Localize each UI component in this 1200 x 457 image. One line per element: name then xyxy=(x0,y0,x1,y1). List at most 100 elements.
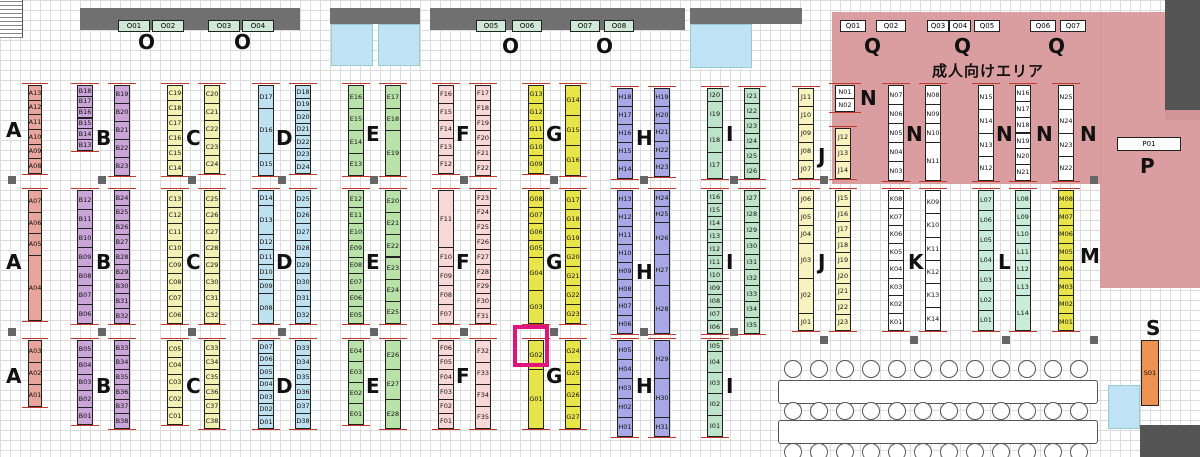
booth-n11[interactable]: N11 xyxy=(925,142,941,181)
booth-i01[interactable]: I01 xyxy=(707,414,723,437)
booth-c26[interactable]: C26 xyxy=(204,206,220,225)
booth-j02[interactable]: J02 xyxy=(798,277,814,314)
booth-b19[interactable]: B19 xyxy=(114,85,130,104)
booth-g27[interactable]: G27 xyxy=(565,406,581,429)
booth-e09[interactable]: E09 xyxy=(348,239,364,258)
booth-j16[interactable]: J16 xyxy=(835,205,851,223)
booth-j14[interactable]: J14 xyxy=(835,161,851,179)
booth-d01[interactable]: D01 xyxy=(258,415,274,429)
booth-i30[interactable]: I30 xyxy=(744,237,760,255)
booth-j04[interactable]: J04 xyxy=(798,225,814,244)
booth-d14[interactable]: D14 xyxy=(258,190,274,206)
booth-j20[interactable]: J20 xyxy=(835,267,851,285)
booth-g05[interactable]: G05 xyxy=(528,239,544,258)
booth-n14[interactable]: N14 xyxy=(978,108,994,134)
booth-q02[interactable]: Q02 xyxy=(876,20,906,32)
booth-l09[interactable]: L09 xyxy=(1015,207,1031,226)
booth-f05[interactable]: F05 xyxy=(438,354,454,371)
booth-j05[interactable]: J05 xyxy=(798,207,814,226)
booth-n02[interactable]: N02 xyxy=(835,98,855,112)
booth-g24[interactable]: G24 xyxy=(565,340,581,363)
booth-i09[interactable]: I09 xyxy=(707,281,723,295)
booth-k12[interactable]: K12 xyxy=(925,260,941,285)
booth-i18[interactable]: I18 xyxy=(707,126,723,154)
booth-g14[interactable]: G14 xyxy=(565,85,581,116)
booth-n15[interactable]: N15 xyxy=(978,85,994,110)
booth-i20[interactable]: I20 xyxy=(707,88,723,102)
booth-j18[interactable]: J18 xyxy=(835,236,851,254)
booth-d15[interactable]: D15 xyxy=(258,152,274,176)
booth-f24[interactable]: F24 xyxy=(475,204,491,221)
booth-e25[interactable]: E25 xyxy=(385,300,401,324)
booth-c12[interactable]: C12 xyxy=(167,206,183,225)
booth-h26[interactable]: H26 xyxy=(654,221,670,255)
booth-b21[interactable]: B21 xyxy=(114,121,130,140)
booth-j08[interactable]: J08 xyxy=(798,142,814,161)
booth-j19[interactable]: J19 xyxy=(835,252,851,269)
booth-c08[interactable]: C08 xyxy=(167,273,183,291)
booth-o01[interactable]: O01 xyxy=(118,20,150,32)
booth-e06[interactable]: E06 xyxy=(348,289,364,308)
booth-e15[interactable]: E15 xyxy=(348,107,364,131)
booth-i32[interactable]: I32 xyxy=(744,269,760,287)
booth-c05[interactable]: C05 xyxy=(167,340,183,358)
booth-f13[interactable]: F13 xyxy=(438,137,454,157)
booth-i14[interactable]: I14 xyxy=(707,216,723,230)
booth-q01[interactable]: Q01 xyxy=(840,20,866,32)
booth-e24[interactable]: E24 xyxy=(385,278,401,302)
booth-c38[interactable]: C38 xyxy=(204,413,220,429)
booth-i33[interactable]: I33 xyxy=(744,285,760,303)
booth-d09[interactable]: D09 xyxy=(258,278,274,295)
booth-h28[interactable]: H28 xyxy=(654,285,670,334)
booth-h29[interactable]: H29 xyxy=(654,340,670,380)
booth-b13[interactable]: B13 xyxy=(77,139,93,151)
booth-i22[interactable]: I22 xyxy=(744,103,760,119)
booth-f21[interactable]: F21 xyxy=(475,145,491,161)
booth-i34[interactable]: I34 xyxy=(744,301,760,319)
booth-d08[interactable]: D08 xyxy=(258,293,274,324)
booth-h11[interactable]: H11 xyxy=(617,225,633,245)
booth-d02[interactable]: D02 xyxy=(258,402,274,417)
booth-j01[interactable]: J01 xyxy=(798,312,814,331)
booth-f30[interactable]: F30 xyxy=(475,293,491,310)
booth-h05[interactable]: H05 xyxy=(617,340,633,361)
booth-c25[interactable]: C25 xyxy=(204,190,220,208)
booth-c29[interactable]: C29 xyxy=(204,256,220,275)
booth-f02[interactable]: F02 xyxy=(438,398,454,415)
booth-e16[interactable]: E16 xyxy=(348,85,364,109)
booth-b22[interactable]: B22 xyxy=(114,139,130,158)
booth-g12[interactable]: G12 xyxy=(528,102,544,122)
booth-e23[interactable]: E23 xyxy=(385,256,401,280)
booth-b20[interactable]: B20 xyxy=(114,103,130,122)
booth-k01[interactable]: K01 xyxy=(888,312,904,331)
booth-b35[interactable]: B35 xyxy=(114,369,130,385)
booth-f03[interactable]: F03 xyxy=(438,384,454,400)
booth-a06[interactable]: A06 xyxy=(28,211,42,235)
booth-b37[interactable]: B37 xyxy=(114,398,130,415)
booth-d32[interactable]: D32 xyxy=(295,306,311,324)
booth-p01[interactable]: P01 xyxy=(1117,137,1181,151)
booth-b31[interactable]: B31 xyxy=(114,293,130,310)
booth-a10[interactable]: A10 xyxy=(28,129,42,145)
booth-l06[interactable]: L06 xyxy=(978,210,994,231)
booth-d36[interactable]: D36 xyxy=(295,384,311,400)
booth-c28[interactable]: C28 xyxy=(204,239,220,258)
booth-h25[interactable]: H25 xyxy=(654,205,670,223)
booth-q05[interactable]: Q05 xyxy=(974,20,1000,32)
booth-h17[interactable]: H17 xyxy=(617,106,633,125)
booth-d22[interactable]: D22 xyxy=(295,135,311,149)
booth-n10[interactable]: N10 xyxy=(925,123,941,143)
booth-d27[interactable]: D27 xyxy=(295,223,311,241)
booth-c35[interactable]: C35 xyxy=(204,369,220,385)
booth-i03[interactable]: I03 xyxy=(707,372,723,395)
booth-a04[interactable]: A04 xyxy=(28,255,42,321)
booth-j03[interactable]: J03 xyxy=(798,242,814,279)
booth-n09[interactable]: N09 xyxy=(925,104,941,124)
booth-d06[interactable]: D06 xyxy=(258,352,274,367)
booth-d07[interactable]: D07 xyxy=(258,340,274,354)
booth-c37[interactable]: C37 xyxy=(204,398,220,415)
booth-m08[interactable]: M08 xyxy=(1058,190,1074,209)
booth-h01[interactable]: H01 xyxy=(617,416,633,437)
booth-e12[interactable]: E12 xyxy=(348,190,364,208)
booth-n21[interactable]: N21 xyxy=(1015,164,1031,181)
